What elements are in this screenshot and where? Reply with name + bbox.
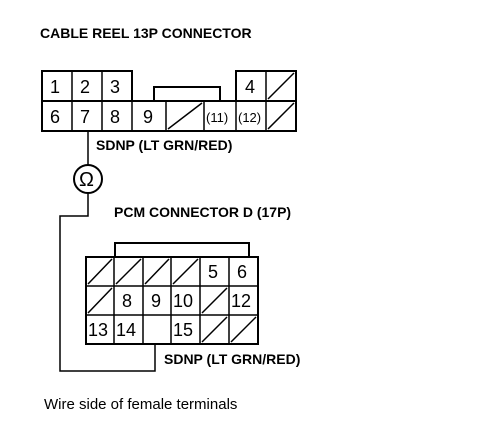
empty-cavity (267, 102, 295, 130)
pin-label: 2 (80, 77, 90, 97)
pin-label: 6 (50, 107, 60, 127)
empty-cavity (115, 258, 142, 285)
cable-reel-connector: 1 2 3 4 6 7 8 9 (11) (12) (41, 70, 297, 132)
pin-label: 13 (88, 320, 108, 340)
empty-cavity (201, 316, 228, 343)
pcm-connector-title: PCM CONNECTOR D (17P) (114, 204, 291, 220)
cable-reel-title: CABLE REEL 13P CONNECTOR (40, 25, 252, 41)
ohmmeter-icon (73, 164, 103, 194)
pin-label: 3 (110, 77, 120, 97)
pin-label: 9 (151, 291, 161, 311)
cable-reel-wire-label: SDNP (LT GRN/RED) (96, 137, 232, 153)
ohmmeter: Ω (73, 164, 103, 194)
pin-label: 6 (237, 262, 247, 282)
pin-label: 14 (116, 320, 136, 340)
empty-cavity (144, 258, 170, 285)
empty-cavity (230, 316, 257, 343)
caption: Wire side of female terminals (44, 396, 237, 413)
pin-label: 15 (173, 320, 193, 340)
pin-label: 8 (110, 107, 120, 127)
pin-label: 8 (122, 291, 132, 311)
pin-label: 1 (50, 77, 60, 97)
empty-cavity (267, 72, 295, 100)
ohm-symbol: Ω (79, 169, 94, 191)
pin-label: 10 (173, 291, 193, 311)
pin-label: 5 (208, 262, 218, 282)
pin-label: 7 (80, 107, 90, 127)
pin-label: (11) (206, 110, 228, 125)
empty-cavity (87, 287, 113, 314)
pcm-connector: 5 6 8 9 10 12 13 14 15 (85, 242, 259, 345)
empty-cavity (87, 258, 113, 285)
empty-cavity (201, 287, 228, 314)
pin-label: 12 (231, 291, 251, 311)
empty-cavity (172, 258, 199, 285)
pin-label: 4 (245, 77, 255, 97)
pcm-wire-label: SDNP (LT GRN/RED) (164, 351, 300, 367)
pin-label: (12) (238, 110, 261, 125)
pin-label: 9 (143, 107, 153, 127)
empty-cavity (167, 102, 203, 130)
